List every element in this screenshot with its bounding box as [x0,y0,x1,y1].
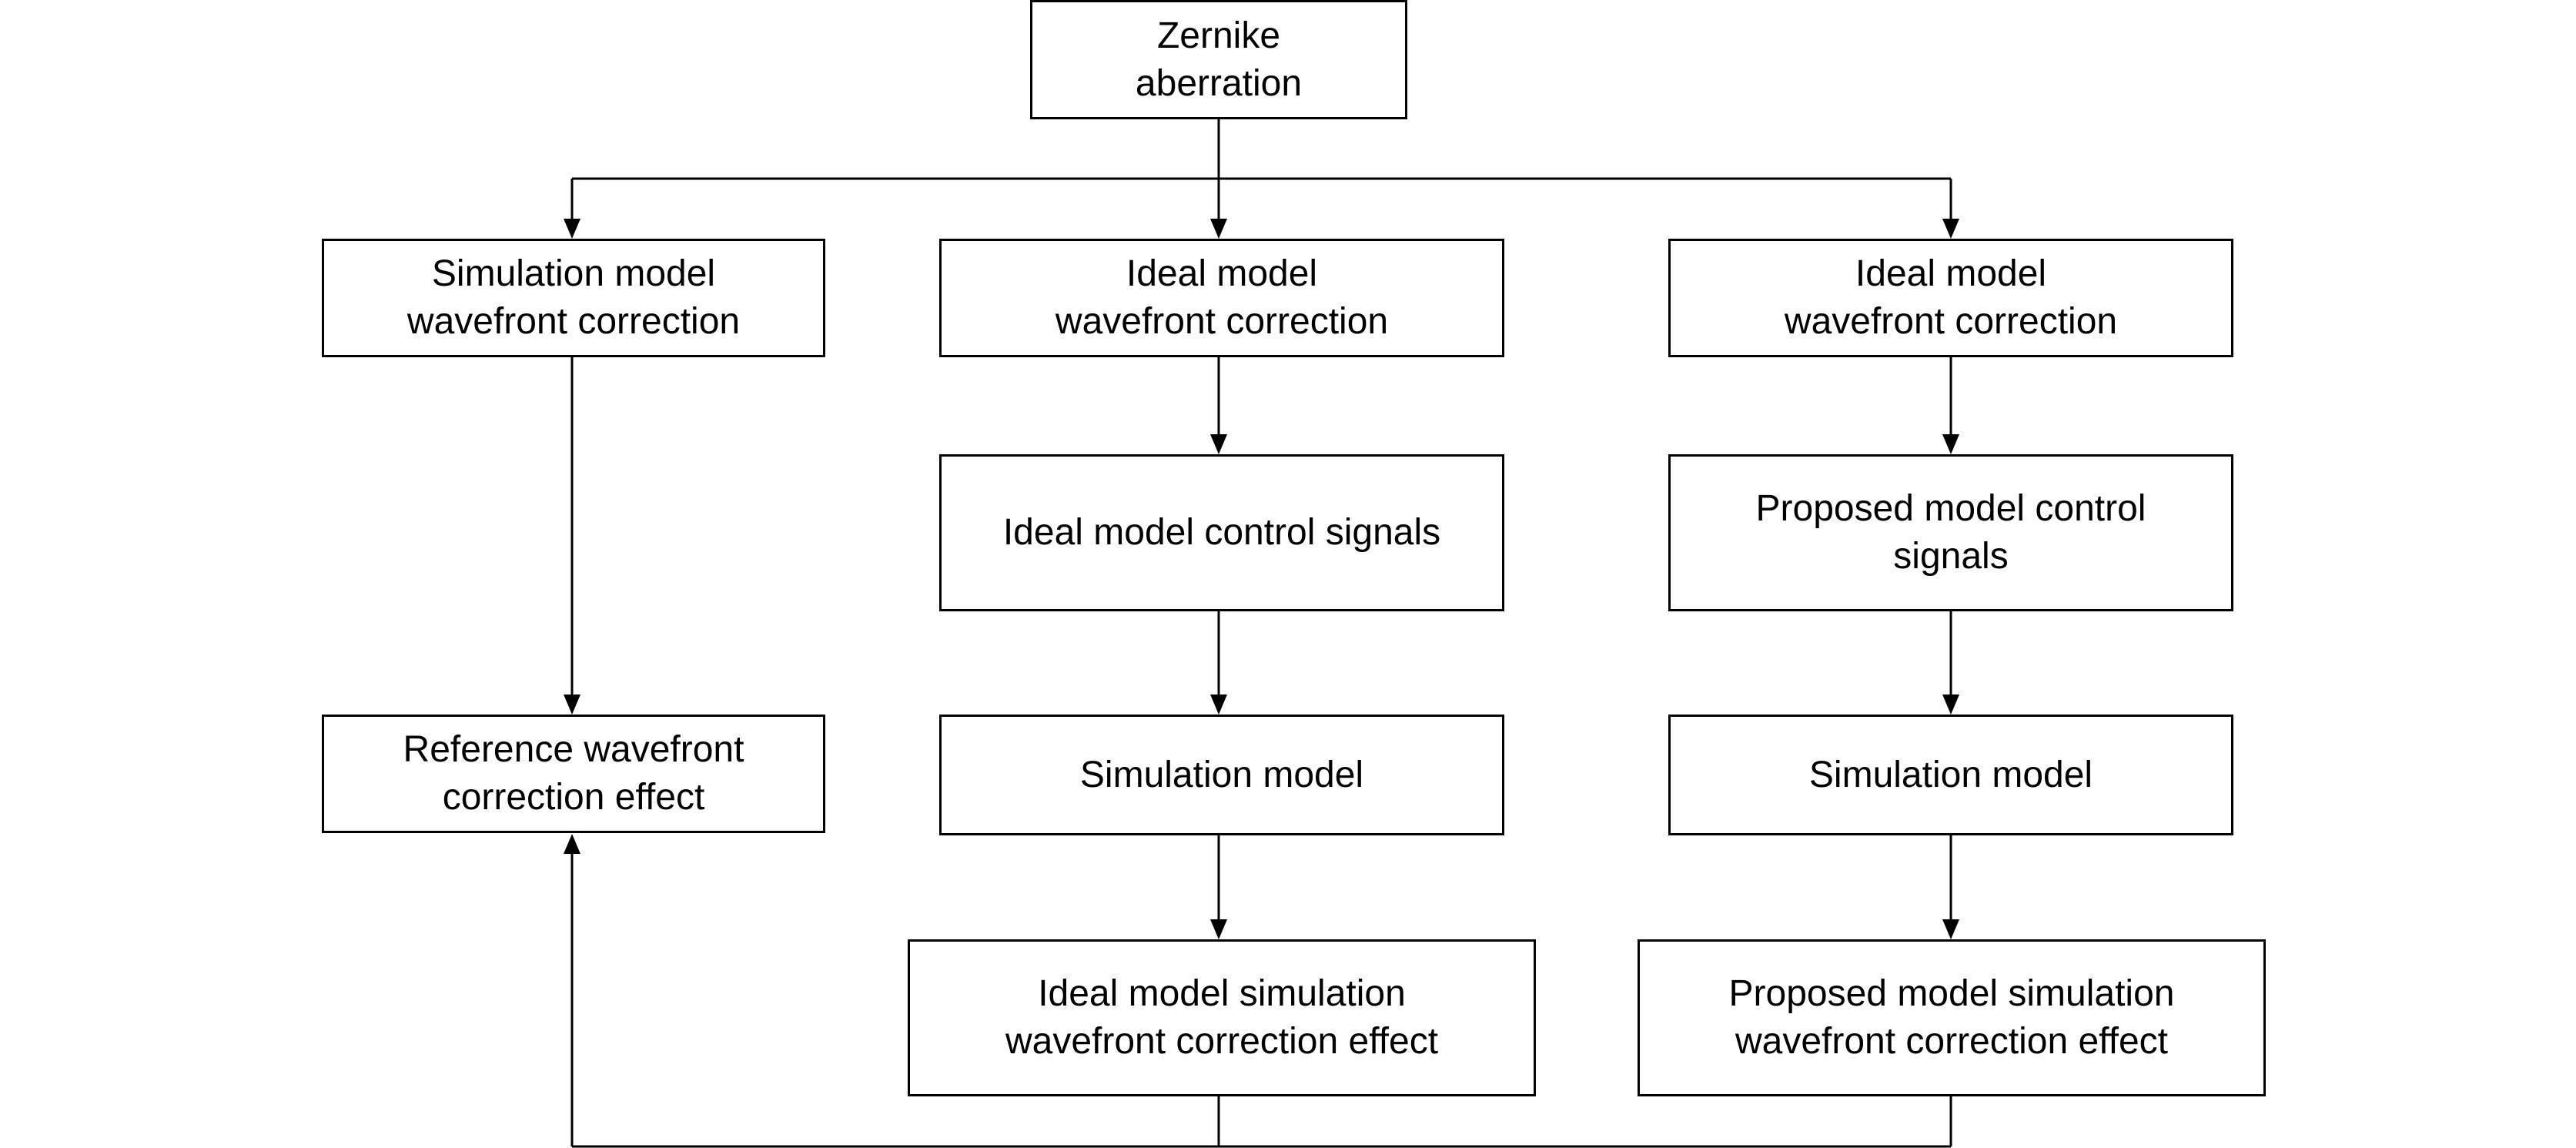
arrowhead-col3-row4 [1942,919,1959,939]
node-line: wavefront correction effect [1735,1021,2169,1062]
arrowhead-col2-row1 [1210,219,1227,239]
node-line: wavefront correction [1784,301,2118,342]
node-zernike-aberration: Zernike aberration [1030,0,1407,119]
node-line: wavefront correction effect [1005,1021,1439,1062]
node-proposed-model-control-signals: Proposed model control signals [1668,454,2233,611]
node-simulation-model-wavefront-correction: Simulation model wavefront correction [322,239,825,357]
node-ideal-model-simulation-effect: Ideal model simulation wavefront correct… [908,939,1536,1096]
node-line: Ideal model [1855,253,2047,294]
node-line: Zernike [1156,15,1281,56]
arrowhead-col1-row2 [564,694,580,715]
node-line: aberration [1135,62,1303,104]
arrowhead-col3-row3 [1942,694,1959,715]
node-ideal-model-wavefront-correction: Ideal model wavefront correction [939,239,1504,357]
node-line: Proposed model simulation [1728,973,2175,1014]
arrowhead-col1-row1 [564,219,580,239]
arrowhead-col2-row4 [1210,919,1227,939]
node-line: Simulation model [1808,754,2093,795]
arrowhead-col1-row2-bottom [564,834,580,854]
arrowhead-col2-row3 [1210,694,1227,715]
node-ideal-model-control-signals: Ideal model control signals [939,454,1504,611]
node-line: Proposed model control [1755,488,2146,529]
node-simulation-model-col2: Simulation model [939,715,1504,835]
node-line: Simulation model [431,253,716,294]
node-proposed-model-simulation-effect: Proposed model simulation wavefront corr… [1638,939,2266,1096]
arrowhead-col3-row1 [1942,219,1959,239]
node-line: signals [1893,536,2009,577]
node-line: Ideal model control signals [1002,512,1441,553]
arrowhead-col2-row2 [1210,434,1227,454]
node-line: Reference wavefront [403,729,744,770]
arrowhead-col3-row2 [1942,434,1959,454]
node-line: Simulation model [1079,754,1364,795]
node-reference-wavefront-correction-effect: Reference wavefront correction effect [322,715,825,833]
node-simulation-model-col3: Simulation model [1668,715,2233,835]
node-line: wavefront correction [1055,301,1389,342]
node-line: wavefront correction [406,301,741,342]
node-line: Ideal model simulation [1038,973,1406,1014]
node-line: Ideal model [1126,253,1318,294]
node-ideal-model-wavefront-correction-col3: Ideal model wavefront correction [1668,239,2233,357]
node-line: correction effect [442,777,705,818]
